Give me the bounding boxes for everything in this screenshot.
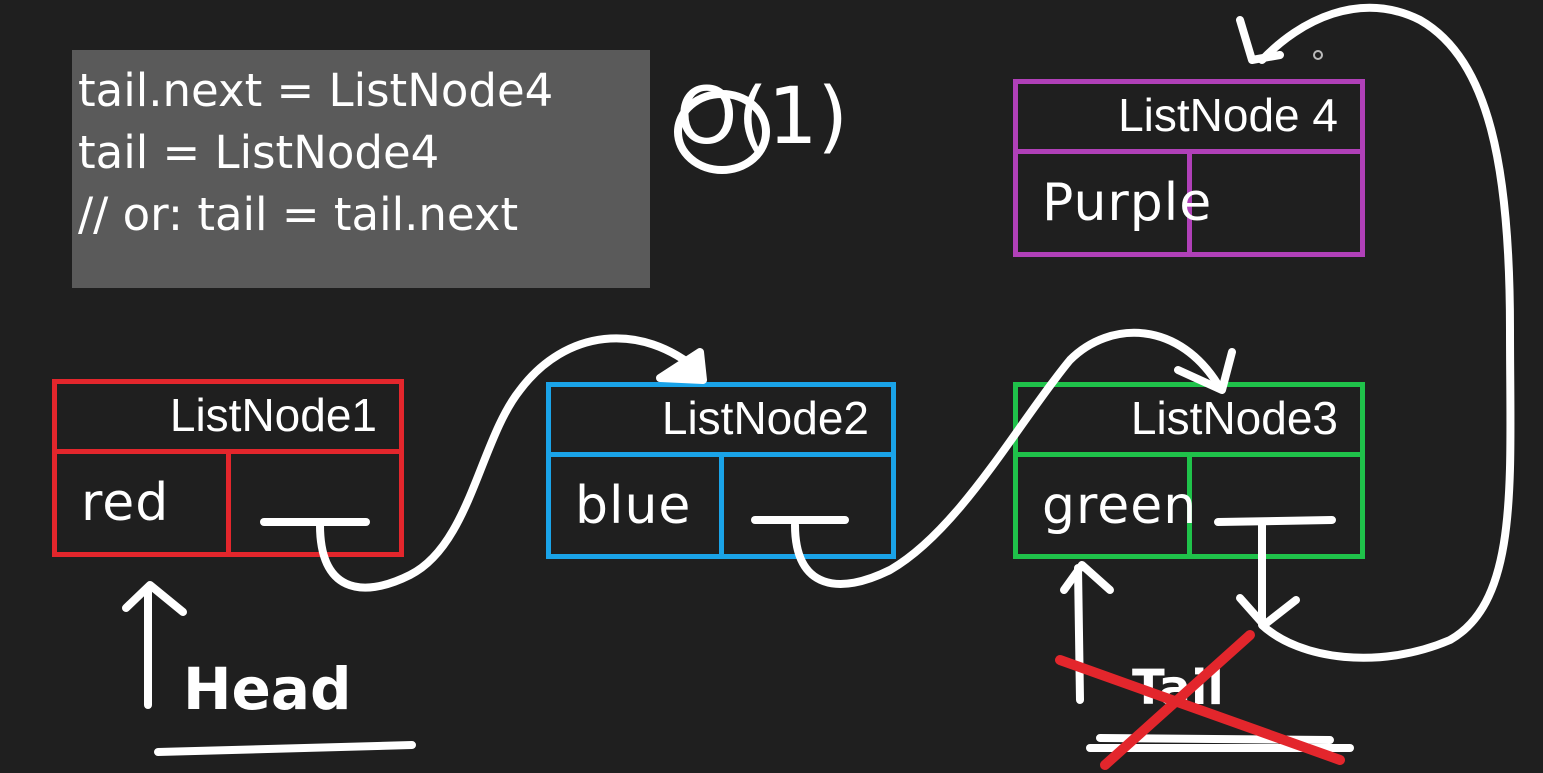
head-label: Head — [183, 655, 352, 723]
node-value: Purple — [1018, 154, 1211, 252]
node-next-pointer — [1192, 154, 1360, 252]
arrow-head — [1060, 561, 1114, 594]
tail-underline — [1096, 734, 1334, 744]
node-value: green — [1018, 457, 1196, 554]
node-title: ListNode3 — [1018, 387, 1360, 457]
node-title: ListNode 4 — [1018, 84, 1360, 154]
list-node-3: ListNode3 green — [1013, 382, 1365, 559]
arrow-head — [1236, 594, 1300, 629]
code-line: tail = ListNode4 — [78, 126, 440, 179]
complexity-label: O(1) — [676, 72, 848, 162]
node-next-pointer — [724, 457, 891, 554]
list-node-4: ListNode 4 Purple — [1013, 79, 1365, 257]
list-node-1: ListNode1 red — [52, 379, 404, 557]
code-panel: tail.next = ListNode4 tail = ListNode4 /… — [72, 50, 650, 288]
code-line: tail.next = ListNode4 — [78, 64, 554, 117]
code-line: // or: tail = tail.next — [78, 188, 519, 241]
node-next-pointer — [231, 454, 399, 552]
node-value: blue — [551, 457, 725, 554]
dot-icon — [1313, 50, 1323, 60]
arrow-head — [1236, 16, 1284, 64]
arrow-head — [656, 348, 707, 384]
list-node-2: ListNode2 blue — [546, 382, 896, 559]
tail-label: Tail — [1132, 660, 1224, 716]
node-title: ListNode1 — [57, 384, 399, 454]
node-value: red — [57, 454, 232, 552]
node-next-pointer — [1192, 457, 1360, 554]
head-underline — [154, 741, 416, 756]
node-title: ListNode2 — [551, 387, 891, 457]
arrow-head — [122, 581, 187, 616]
tail-arrow — [1074, 564, 1084, 704]
